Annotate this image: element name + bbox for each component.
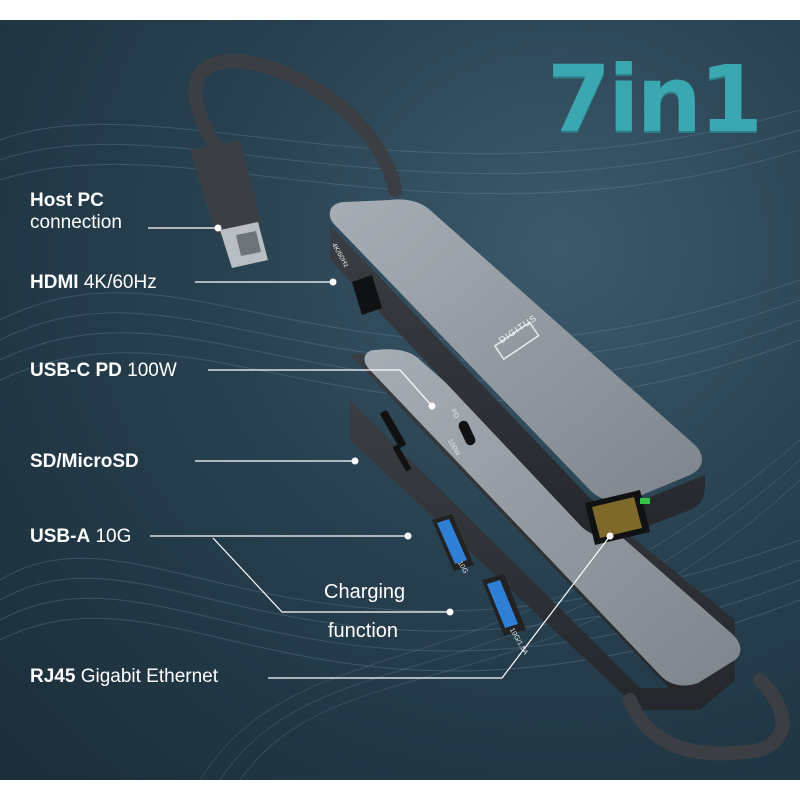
- charging-note-line2: function: [328, 620, 399, 642]
- feature-host-pc-bold: Host PC: [30, 190, 104, 211]
- charging-note-line1: Charging: [324, 581, 406, 603]
- feature-usb-a-bold: USB-A: [30, 526, 91, 547]
- feature-hdmi-bold: HDMI: [30, 272, 79, 293]
- upper-hub-body: [329, 199, 705, 545]
- feature-sd-microsd: SD/MicroSD: [30, 451, 139, 473]
- callout-lines: [148, 224, 614, 679]
- product-banner: 7in1: [0, 20, 800, 780]
- feature-rj45-bold: RJ45: [30, 666, 76, 687]
- feature-hdmi-light: 4K/60Hz: [83, 272, 157, 293]
- feature-rj45: RJ45 Gigabit Ethernet: [30, 666, 218, 688]
- feature-usb-c-pd: USB-C PD 100W: [30, 360, 177, 382]
- background-wave-pattern: [0, 109, 800, 780]
- feature-usb-c-pd-light: 100W: [127, 360, 177, 381]
- headline-7in1: 7in1: [546, 46, 763, 153]
- feature-rj45-light: Gigabit Ethernet: [80, 666, 219, 687]
- feature-sd-microsd-bold: SD/MicroSD: [30, 451, 139, 472]
- usb-c-hub-illustration: [188, 54, 790, 761]
- feature-usb-a: USB-A 10G: [30, 526, 131, 548]
- feature-host-pc: Host PC connection: [30, 190, 122, 234]
- lower-hub-body: [350, 349, 741, 710]
- feature-usb-c-pd-bold: USB-C PD: [30, 360, 122, 381]
- host-cable: [188, 54, 402, 197]
- feature-hdmi: HDMI 4K/60Hz: [30, 272, 157, 294]
- feature-host-pc-light: connection: [30, 212, 122, 233]
- usb-c-plug: [190, 140, 268, 268]
- lower-cable: [623, 673, 790, 761]
- feature-usb-a-light: 10G: [95, 526, 132, 547]
